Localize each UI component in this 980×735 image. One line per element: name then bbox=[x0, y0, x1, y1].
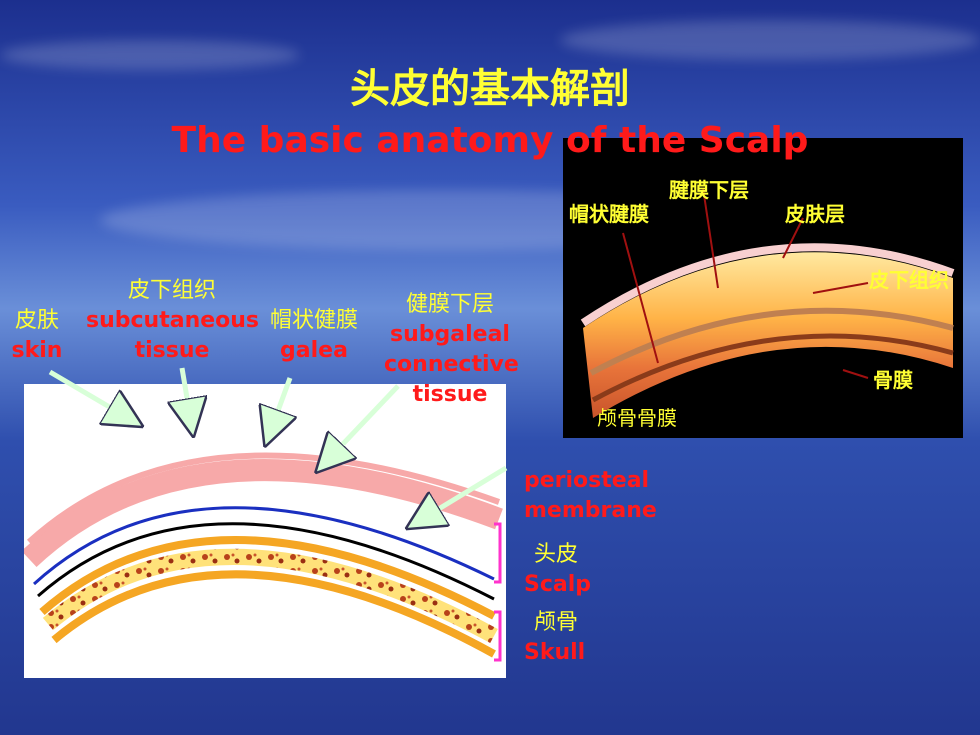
photo-illustration bbox=[580, 187, 955, 418]
photo-label-subcutaneous: 皮下组织 bbox=[869, 268, 949, 292]
label-periosteal: periosteal membrane bbox=[524, 468, 657, 523]
title-chinese: 头皮的基本解剖 bbox=[350, 66, 630, 112]
label-skull: 颅骨 Skull bbox=[524, 608, 604, 668]
label-skull-en: Skull bbox=[524, 640, 586, 665]
sky-streak bbox=[560, 20, 980, 60]
label-subgaleal-en2: connective bbox=[384, 352, 519, 377]
label-subgaleal: 健膜下层 subgaleal connective tissue bbox=[384, 290, 519, 410]
label-skin-cn: 皮肤 bbox=[14, 308, 59, 333]
photo-label-galea: 帽状腱膜 bbox=[569, 202, 649, 226]
photo-label-subgaleal: 腱膜下层 bbox=[669, 178, 749, 202]
photo-label-skin: 皮肤层 bbox=[785, 202, 845, 226]
photo-label-cranial-periosteum: 颅骨骨膜 bbox=[597, 406, 677, 430]
label-skin-en: skin bbox=[11, 338, 63, 363]
label-subcutaneous-en1: subcutaneous bbox=[86, 308, 260, 333]
label-subcutaneous: 皮下组织 subcutaneous tissue bbox=[86, 276, 260, 366]
label-subgaleal-en3: tissue bbox=[412, 382, 488, 407]
photo-label-periosteum: 骨膜 bbox=[873, 368, 913, 392]
label-skull-cn: 颅骨 bbox=[534, 610, 579, 635]
label-subgaleal-cn: 健膜下层 bbox=[405, 292, 494, 317]
scalp-layer-diagram bbox=[21, 384, 506, 678]
label-galea-cn: 帽状健膜 bbox=[269, 308, 358, 333]
label-scalp-en: Scalp bbox=[524, 572, 592, 597]
label-scalp-cn: 头皮 bbox=[534, 542, 579, 567]
label-galea: 帽状健膜 galea bbox=[258, 306, 370, 366]
label-skin: 皮肤 skin bbox=[6, 306, 68, 366]
scalp-section-photo: 帽状腱膜 腱膜下层 皮肤层 皮下组织 骨膜 颅骨骨膜 bbox=[563, 138, 963, 438]
layer-diagram-svg bbox=[21, 452, 503, 658]
label-subcutaneous-cn: 皮下组织 bbox=[127, 278, 216, 303]
title-english: The basic anatomy of the Scalp bbox=[171, 120, 809, 161]
label-subgaleal-en1: subgaleal bbox=[390, 322, 510, 347]
label-galea-en: galea bbox=[280, 338, 348, 363]
sky-streak bbox=[0, 40, 300, 70]
label-scalp: 头皮 Scalp bbox=[524, 540, 604, 600]
label-subcutaneous-en2: tissue bbox=[134, 338, 210, 363]
